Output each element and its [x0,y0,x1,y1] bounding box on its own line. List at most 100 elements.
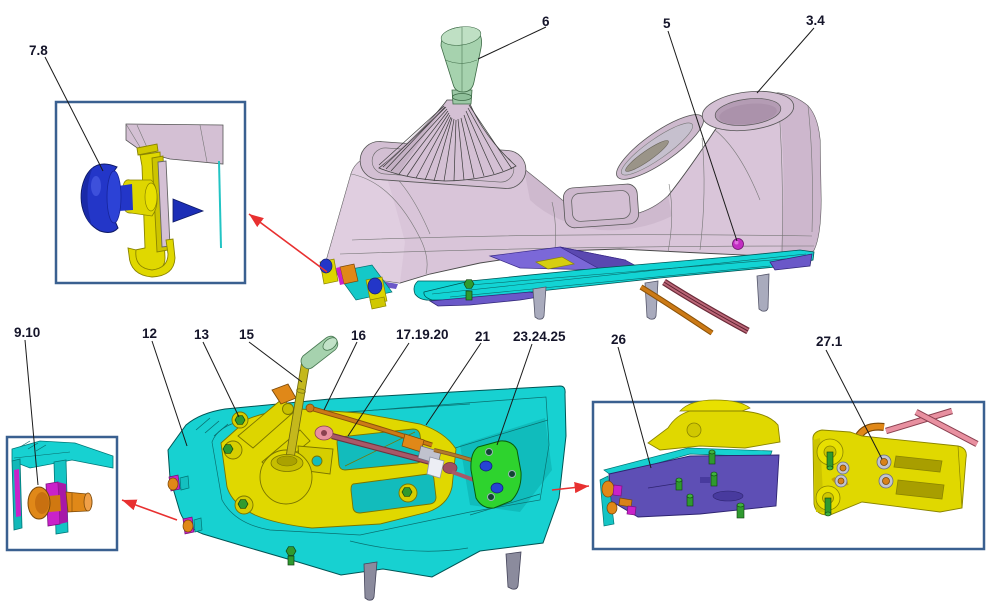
label-7-8: 7.8 [29,43,48,58]
console-cables [639,279,750,336]
leader-5 [667,30,738,242]
red-arrow-to-26 [551,481,590,494]
knob-dome-face [106,170,122,224]
label-17-19-20: 17.19.20 [396,327,449,342]
label-6: 6 [542,14,550,29]
leader-6 [477,26,547,60]
knob-cap [440,26,482,46]
cable-orange [640,285,713,335]
knob-contour [444,27,478,92]
hump-trim-slot [616,114,704,180]
clip-b-foot [369,296,387,310]
detail-orange-cylinder [65,491,93,513]
leader-7-8 [44,56,104,172]
base-plate-bolt [285,546,297,566]
hole-plate-hole [311,455,323,467]
detail-magenta-block-side [58,482,68,524]
label-13: 13 [194,327,210,342]
console-base-rails [413,249,815,307]
leader-23-24-25 [496,343,533,446]
detail-bolt-head-inner [35,492,49,514]
boot-shadow [381,104,446,174]
red-arrow-to-9-10 [121,499,178,521]
leader-15 [248,341,303,383]
leader-21 [425,342,482,426]
edge-orange-bolt [167,477,179,491]
leader-lines [24,26,883,486]
shifter-legs [363,551,522,601]
edge-orange-bolt [182,519,194,533]
label-26: 26 [611,332,627,347]
tip-orange-rect [618,497,633,508]
tip-orange [601,480,615,498]
lever-socket-inner [276,455,298,467]
console-leg [532,286,547,320]
callout-26-27 [591,399,986,551]
tip-orange-2 [606,501,618,515]
armrest-pocket [562,183,640,229]
console-front-face [325,156,405,283]
red-arrows [121,213,590,521]
blue-bushing [479,460,493,472]
clip-bottom-hook [127,238,176,278]
yellow-patch [535,256,575,270]
detail-frame-hole [895,479,945,500]
arm-orange-clip [271,383,297,405]
base-plate-hatch [195,417,229,437]
knob-neck-ring [452,93,472,101]
label-5: 5 [663,16,671,31]
detail-bracket-seam [957,445,963,509]
console-assembly [319,26,822,336]
detail-tip-fasteners [599,475,637,527]
rail-under-purple-left [428,291,546,307]
detail-housing-hole [686,422,702,438]
label-12: 12 [142,326,157,341]
detail-green-pins [675,449,745,519]
knob-dome-highlight [91,176,101,196]
maroon-rod [331,434,439,466]
shifter-assembly [167,335,567,601]
shift-knob [440,26,482,105]
leader-13 [202,341,240,418]
shifter-leg [505,551,522,590]
leader-17-19-20 [347,342,410,437]
knob-dome-shade [82,166,94,226]
leader-16 [323,341,358,411]
leader-26 [617,346,652,469]
bracket-cutout-lower [350,473,437,514]
front-clips [319,258,393,310]
label-3-4: 3.4 [806,13,825,28]
detail-pink-rods [885,407,979,447]
label-27-1: 27.1 [816,334,843,349]
detail-magenta-sliver [14,469,21,517]
release-button [732,238,744,250]
detail-frame-hole [893,455,943,473]
detail-plate-hole [700,477,710,483]
cone-boss-face [144,182,158,212]
rail-bolt [463,279,475,301]
detail-blue-knob [80,163,122,233]
orange-connector-magenta-edge [336,267,344,285]
detail-boss-pins [824,451,834,517]
cable-bracket-plate [470,440,522,509]
white-clip [426,456,445,479]
arm-pivot-hole [282,403,294,415]
edge-fasteners [167,474,203,535]
detail-yellow-housing-hump [679,399,751,412]
cup-holder [701,90,795,132]
lever-top-tube [300,335,339,370]
bracket-hatch [19,440,47,452]
detail-plate-line [647,482,681,489]
leader-12 [151,340,188,447]
detail-pink-panel [125,123,224,165]
edge-cyan-tab [179,475,190,491]
bracket-bolts [222,415,413,509]
tube-cut-face [322,337,338,351]
detail-washers [834,454,894,489]
leader-9-10 [24,339,39,486]
callout-7-8 [54,100,247,285]
detail-yellow-housing [647,410,781,451]
shifter-leg [363,561,378,601]
boot-pleats [378,104,513,182]
leader-3-4 [756,27,815,94]
